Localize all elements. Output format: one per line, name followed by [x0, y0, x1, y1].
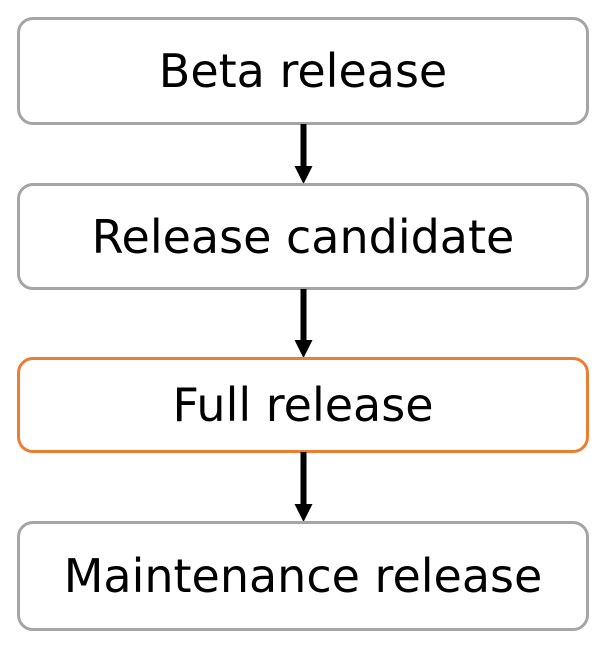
flow-node-label: Beta release — [158, 44, 448, 98]
flow-node-label: Full release — [172, 378, 434, 432]
flow-node-maintenance-release[interactable]: Maintenance release — [17, 521, 589, 631]
flow-node-label: Release candidate — [91, 209, 515, 264]
down-arrow-icon — [294, 504, 313, 522]
flow-node-release-candidate[interactable]: Release candidate — [17, 183, 589, 290]
flow-node-label: Maintenance release — [63, 549, 543, 603]
flow-edge-beta-to-rc — [294, 124, 313, 184]
flow-node-beta-release[interactable]: Beta release — [17, 17, 589, 125]
flow-edge-full-to-maintenance — [294, 452, 313, 522]
down-arrow-icon — [294, 340, 313, 358]
flow-edge-rc-to-full — [294, 289, 313, 358]
down-arrow-icon — [294, 166, 313, 184]
flow-node-full-release[interactable]: Full release — [17, 357, 589, 453]
